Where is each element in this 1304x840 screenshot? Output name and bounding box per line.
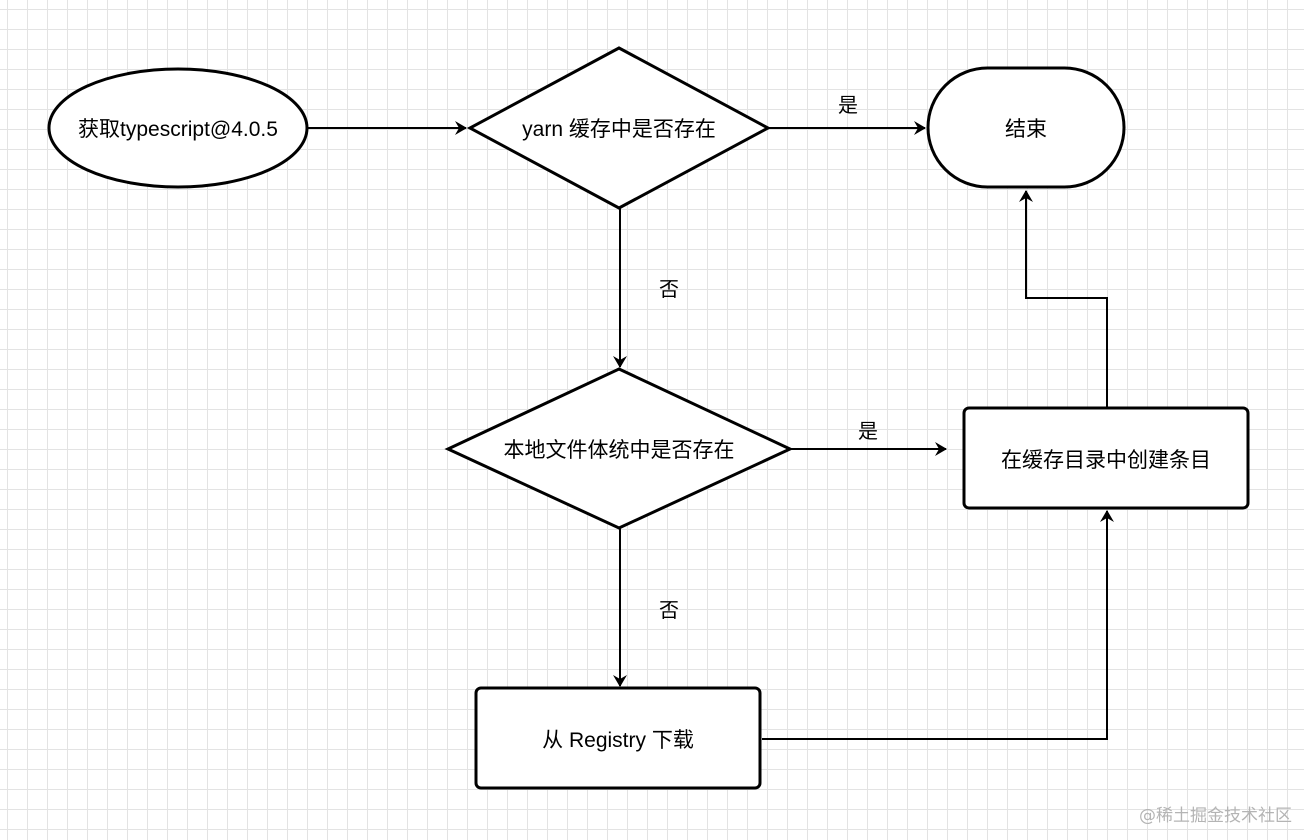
end-node: 结束 <box>926 66 1126 189</box>
end-node-label: 结束 <box>1005 118 1047 141</box>
watermark: @稀土掘金技术社区 <box>1139 806 1292 826</box>
edge-label-yarn-yes: 是 <box>838 95 858 117</box>
decision-local-fs-label: 本地文件体统中是否存在 <box>504 439 735 462</box>
edge-label-yarn-no: 否 <box>659 279 679 301</box>
process-download-registry: 从 Registry 下载 <box>474 686 762 790</box>
process-create-cache-entry: 在缓存目录中创建条目 <box>962 406 1250 510</box>
decision-yarn-cache: yarn 缓存中是否存在 <box>466 46 772 210</box>
edge-cache-to-end <box>1019 190 1108 407</box>
process-download-registry-label: 从 Registry 下载 <box>542 729 694 752</box>
start-node-label: 获取typescript@4.0.5 <box>78 118 278 141</box>
edge-label-local-no: 否 <box>659 600 679 622</box>
start-node: 获取typescript@4.0.5 <box>47 67 309 189</box>
decision-yarn-cache-label: yarn 缓存中是否存在 <box>522 118 716 141</box>
edge-label-local-yes: 是 <box>858 421 878 443</box>
decision-local-fs: 本地文件体统中是否存在 <box>444 367 794 530</box>
process-create-cache-entry-label: 在缓存目录中创建条目 <box>1001 449 1211 472</box>
edge-download-to-cache <box>762 510 1114 740</box>
